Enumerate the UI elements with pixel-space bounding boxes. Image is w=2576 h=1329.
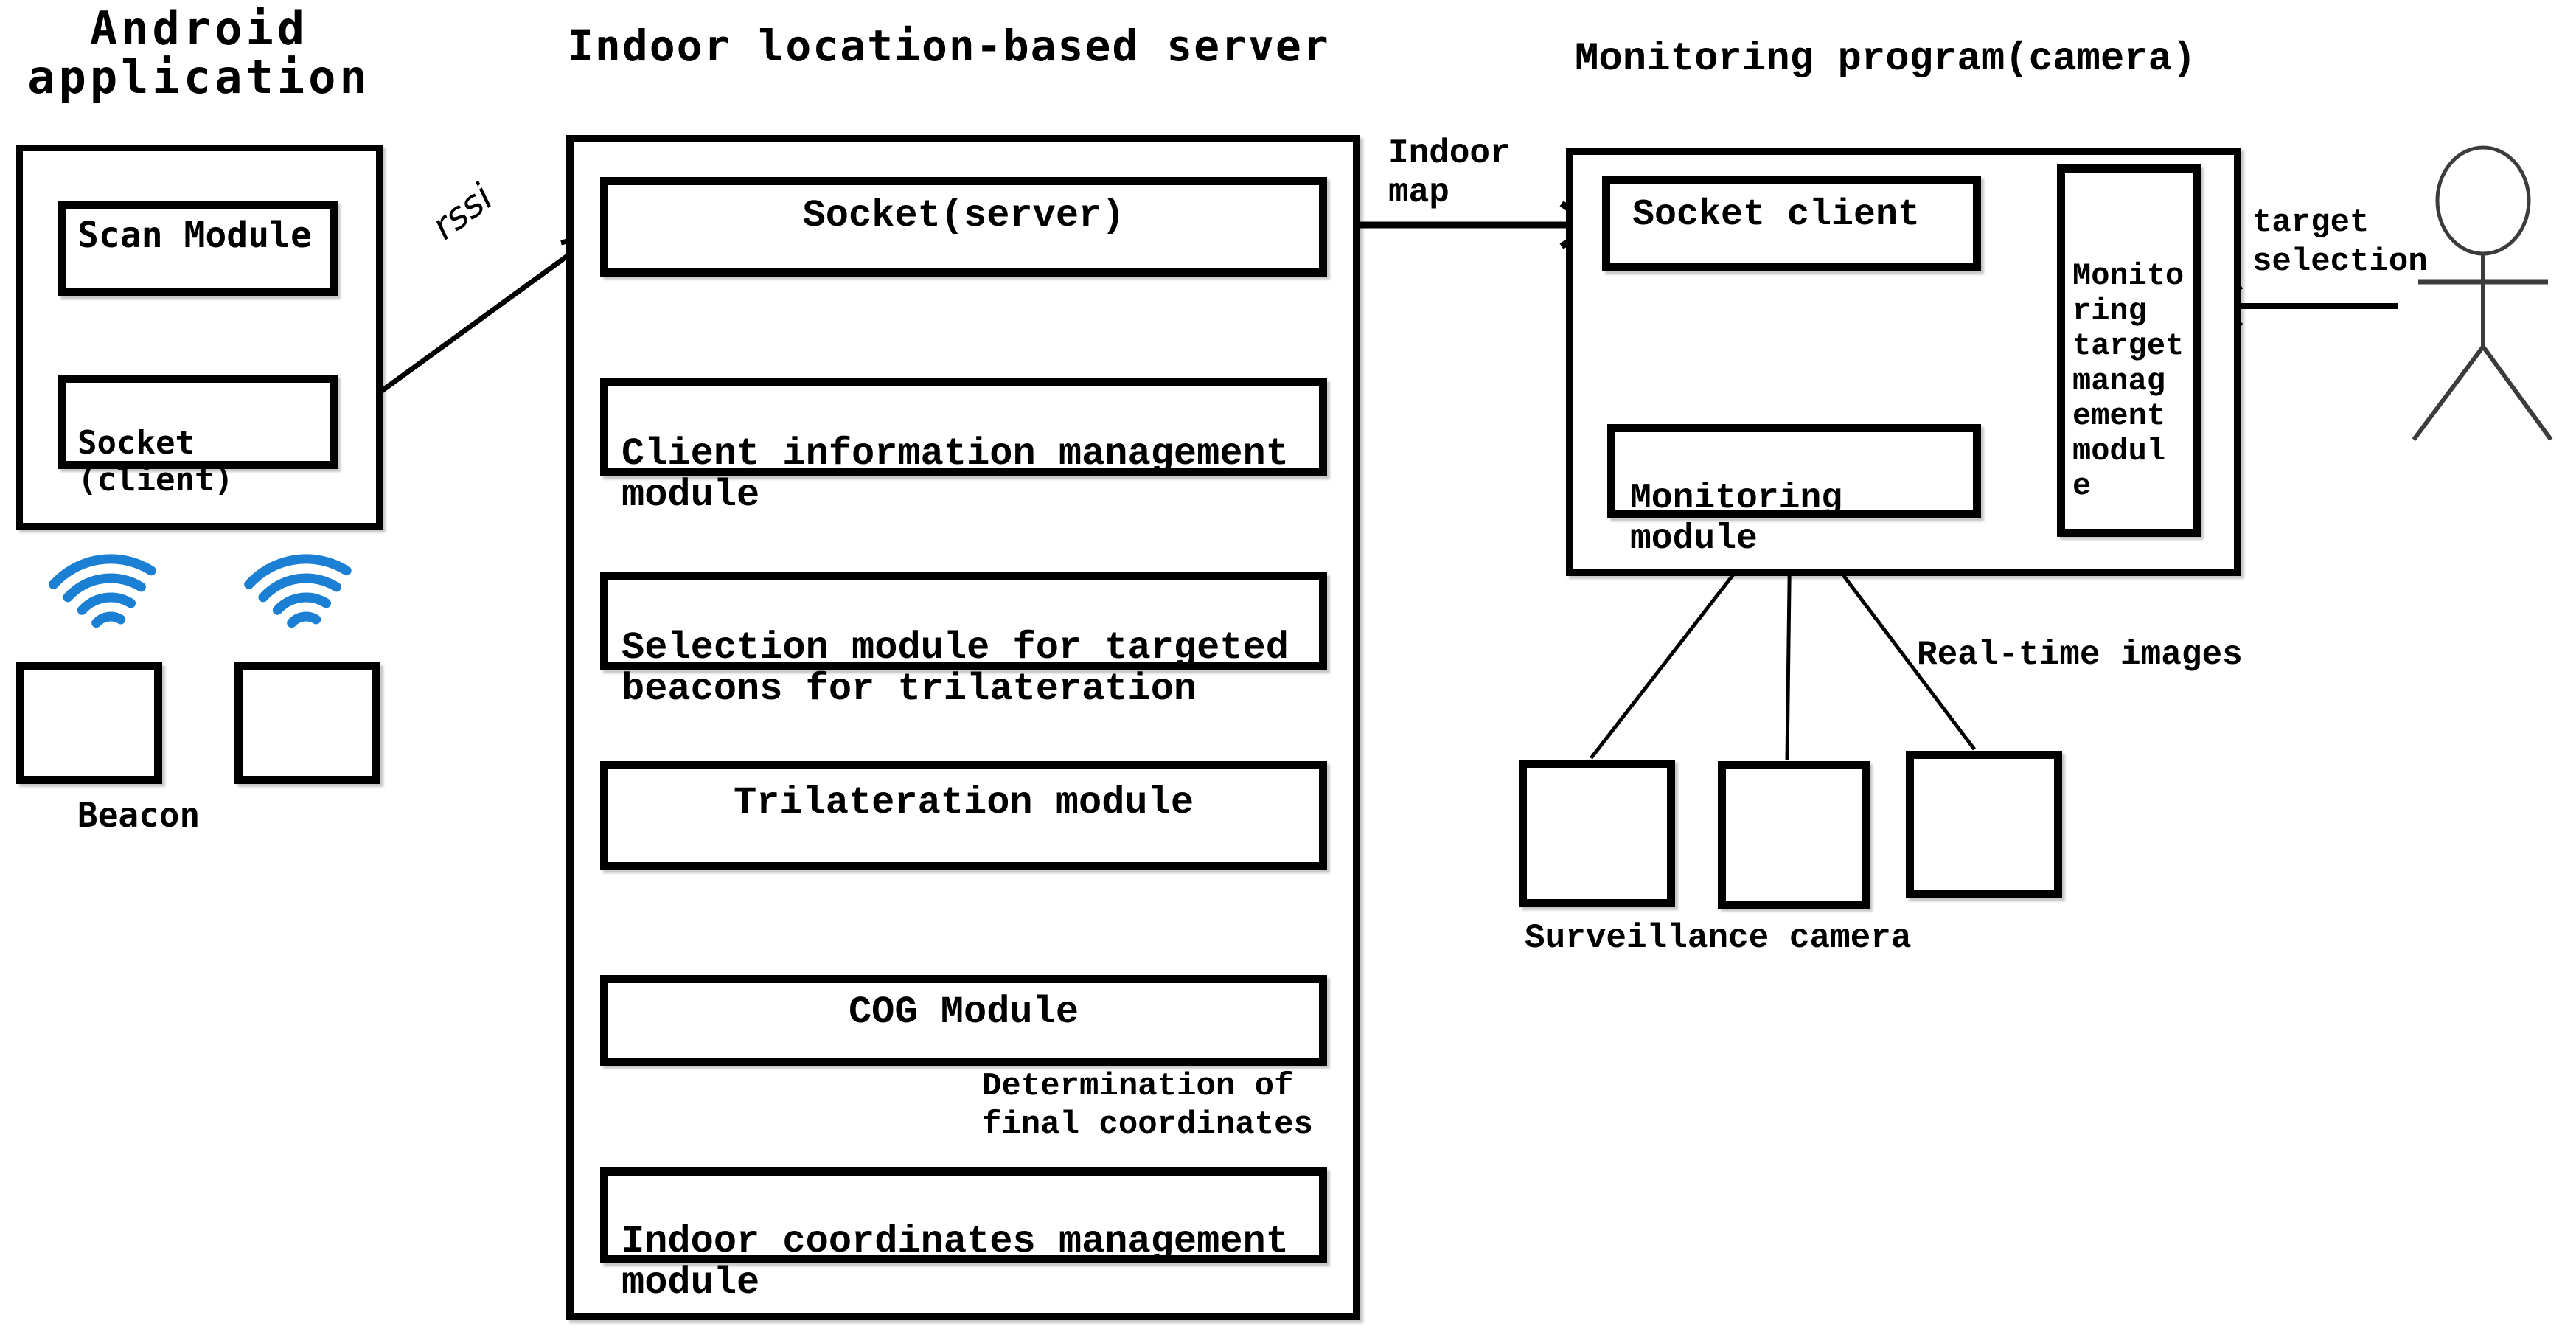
socket-client-box: Socket (client) xyxy=(58,375,338,499)
selection-module-label: Selection module for targeted beacons fo… xyxy=(622,626,1289,712)
socket-server-label: Socket(server) xyxy=(802,194,1125,237)
indoor-map-label: Indoor map xyxy=(1388,134,1511,212)
scan-module-box: Scan Module xyxy=(58,201,338,296)
camera-box-2 xyxy=(1718,761,1870,909)
camera-box-3 xyxy=(1906,751,2062,898)
determination-label: Determination of final coordinates xyxy=(982,1068,1313,1143)
indoor-coords-label: Indoor coordinates management module xyxy=(622,1220,1289,1305)
cog-module-label: COG Module xyxy=(848,990,1079,1034)
cog-module-box: COG Module xyxy=(600,975,1327,1066)
camera-box-1 xyxy=(1519,760,1675,907)
monitoring-module-label: Monitoring module xyxy=(1630,479,1843,560)
beacon-box-2 xyxy=(234,662,380,784)
selection-module-box: Selection module for targeted beacons fo… xyxy=(600,572,1327,710)
beacon-label: Beacon xyxy=(77,795,201,835)
beacon-box-1 xyxy=(16,662,162,784)
target-mgmt-box: Monito ring target manag ement modul e xyxy=(2057,164,2201,537)
client-info-label: Client information management module xyxy=(622,432,1289,518)
monitoring-module-box: Monitoring module xyxy=(1607,424,1981,559)
trilateration-label: Trilateration module xyxy=(733,781,1194,825)
wifi-icon xyxy=(244,554,352,628)
monitoring-title: Monitoring program(camera) xyxy=(1575,37,2196,82)
android-app-title: Android application xyxy=(27,1,371,104)
trilateration-box: Trilateration module xyxy=(600,761,1327,870)
realtime-images-label: Real-time images xyxy=(1917,636,2243,674)
socket-client-right-label: Socket client xyxy=(1632,194,1921,236)
server-title: Indoor location-based server xyxy=(568,21,1330,71)
socket-client-label: Socket (client) xyxy=(77,423,234,499)
surveillance-camera-label: Surveillance camera xyxy=(1525,919,1912,957)
client-info-box: Client information management module xyxy=(600,378,1327,516)
socket-client-right-box: Socket client xyxy=(1602,176,1981,271)
target-selection-label: target selection xyxy=(2252,204,2428,280)
scan-module-label: Scan Module xyxy=(77,215,312,256)
server-container xyxy=(566,135,1360,1320)
target-mgmt-label: Monito ring target manag ement modul e xyxy=(2072,258,2185,504)
socket-server-box: Socket(server) xyxy=(600,177,1327,277)
indoor-coords-box: Indoor coordinates management module xyxy=(600,1167,1327,1304)
person-icon xyxy=(2412,145,2553,441)
wifi-icon xyxy=(49,554,156,628)
